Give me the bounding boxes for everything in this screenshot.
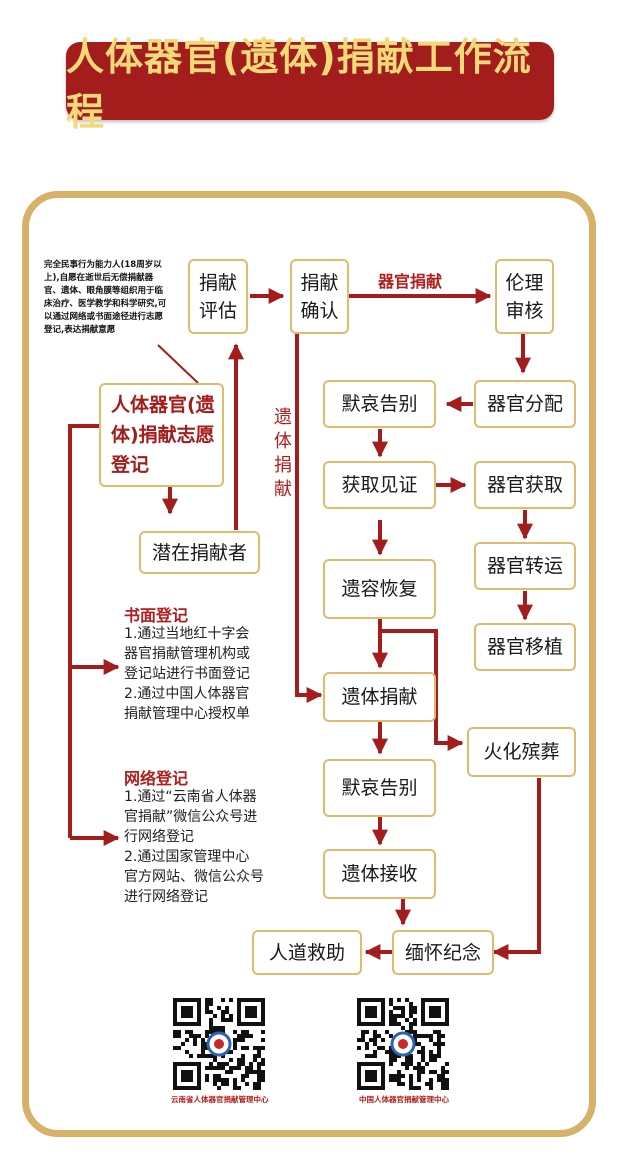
online-line: 2.通过国家管理中心 xyxy=(124,849,250,865)
node-confirmation: 捐献确认 xyxy=(290,259,349,334)
node-appearance-restoration: 遗容恢复 xyxy=(323,559,436,619)
node-farewell-2: 默哀告别 xyxy=(323,759,436,817)
title-banner: 人体器官(遗体)捐献工作流程 xyxy=(66,35,554,134)
written-registration-text: 1.通过当地红十字会 器官捐献管理机构或 登记站进行书面登记 2.通过中国人体器… xyxy=(124,624,250,724)
page-title: 人体器官(遗体)捐献工作流程 xyxy=(66,35,532,134)
qr-caption-national: 中国人体器官捐献管理中心 xyxy=(359,1095,449,1104)
node-body-donation: 遗体捐献 xyxy=(323,672,436,722)
written-line: 2.通过中国人体器官 xyxy=(124,686,250,702)
written-line: 登记站进行书面登记 xyxy=(124,666,250,682)
node-ethics-review: 伦理审核 xyxy=(495,259,554,334)
node-body-reception: 遗体接收 xyxy=(323,849,436,899)
qr-caption-yunnan: 云南省人体器官捐献管理中心 xyxy=(171,1095,269,1104)
node-assessment: 捐献评估 xyxy=(188,259,248,334)
written-line: 1.通过当地红十字会 xyxy=(124,626,250,642)
written-line: 器官捐献管理机构或 xyxy=(124,646,250,662)
node-potential-donor: 潜在捐献者 xyxy=(139,531,260,574)
qr-code-national xyxy=(357,998,449,1090)
online-registration-title: 网络登记 xyxy=(124,769,189,788)
node-organ-procurement: 器官获取 xyxy=(474,461,576,509)
node-organ-transplant: 器官移植 xyxy=(474,623,576,671)
label-body-donation-vertical: 遗体捐献 xyxy=(274,407,292,500)
node-organ-transport: 器官转运 xyxy=(474,542,576,590)
node-organ-allocation: 器官分配 xyxy=(474,380,576,428)
qr-code-yunnan xyxy=(173,998,265,1090)
online-line: 官捐献”微信公众号进 xyxy=(124,809,258,825)
written-line: 捐献管理中心授权单 xyxy=(124,706,250,722)
node-cremation-funeral: 火化殡葬 xyxy=(467,727,576,777)
node-memorial: 缅怀纪念 xyxy=(392,930,494,975)
online-line: 进行网络登记 xyxy=(124,889,208,905)
online-line: 官方网站、微信公众号 xyxy=(124,869,264,885)
node-register: 人体器官(遗体)捐献志愿登记 xyxy=(99,383,224,487)
node-humanitarian-aid: 人道救助 xyxy=(252,930,362,975)
online-line: 行网络登记 xyxy=(124,829,194,845)
node-procurement-witness: 获取见证 xyxy=(323,461,436,509)
online-registration-text: 1.通过“云南省人体器 官捐献”微信公众号进 行网络登记 2.通过国家管理中心 … xyxy=(124,787,264,907)
node-farewell-1: 默哀告别 xyxy=(323,380,436,428)
written-registration-title: 书面登记 xyxy=(124,606,189,625)
online-line: 1.通过“云南省人体器 xyxy=(124,789,257,805)
eligibility-note: 完全民事行为能力人(18周岁以上),自愿在逝世后无偿捐献器官、遗体、眼角膜等组织… xyxy=(44,260,167,335)
label-organ-donation: 器官捐献 xyxy=(378,272,443,291)
